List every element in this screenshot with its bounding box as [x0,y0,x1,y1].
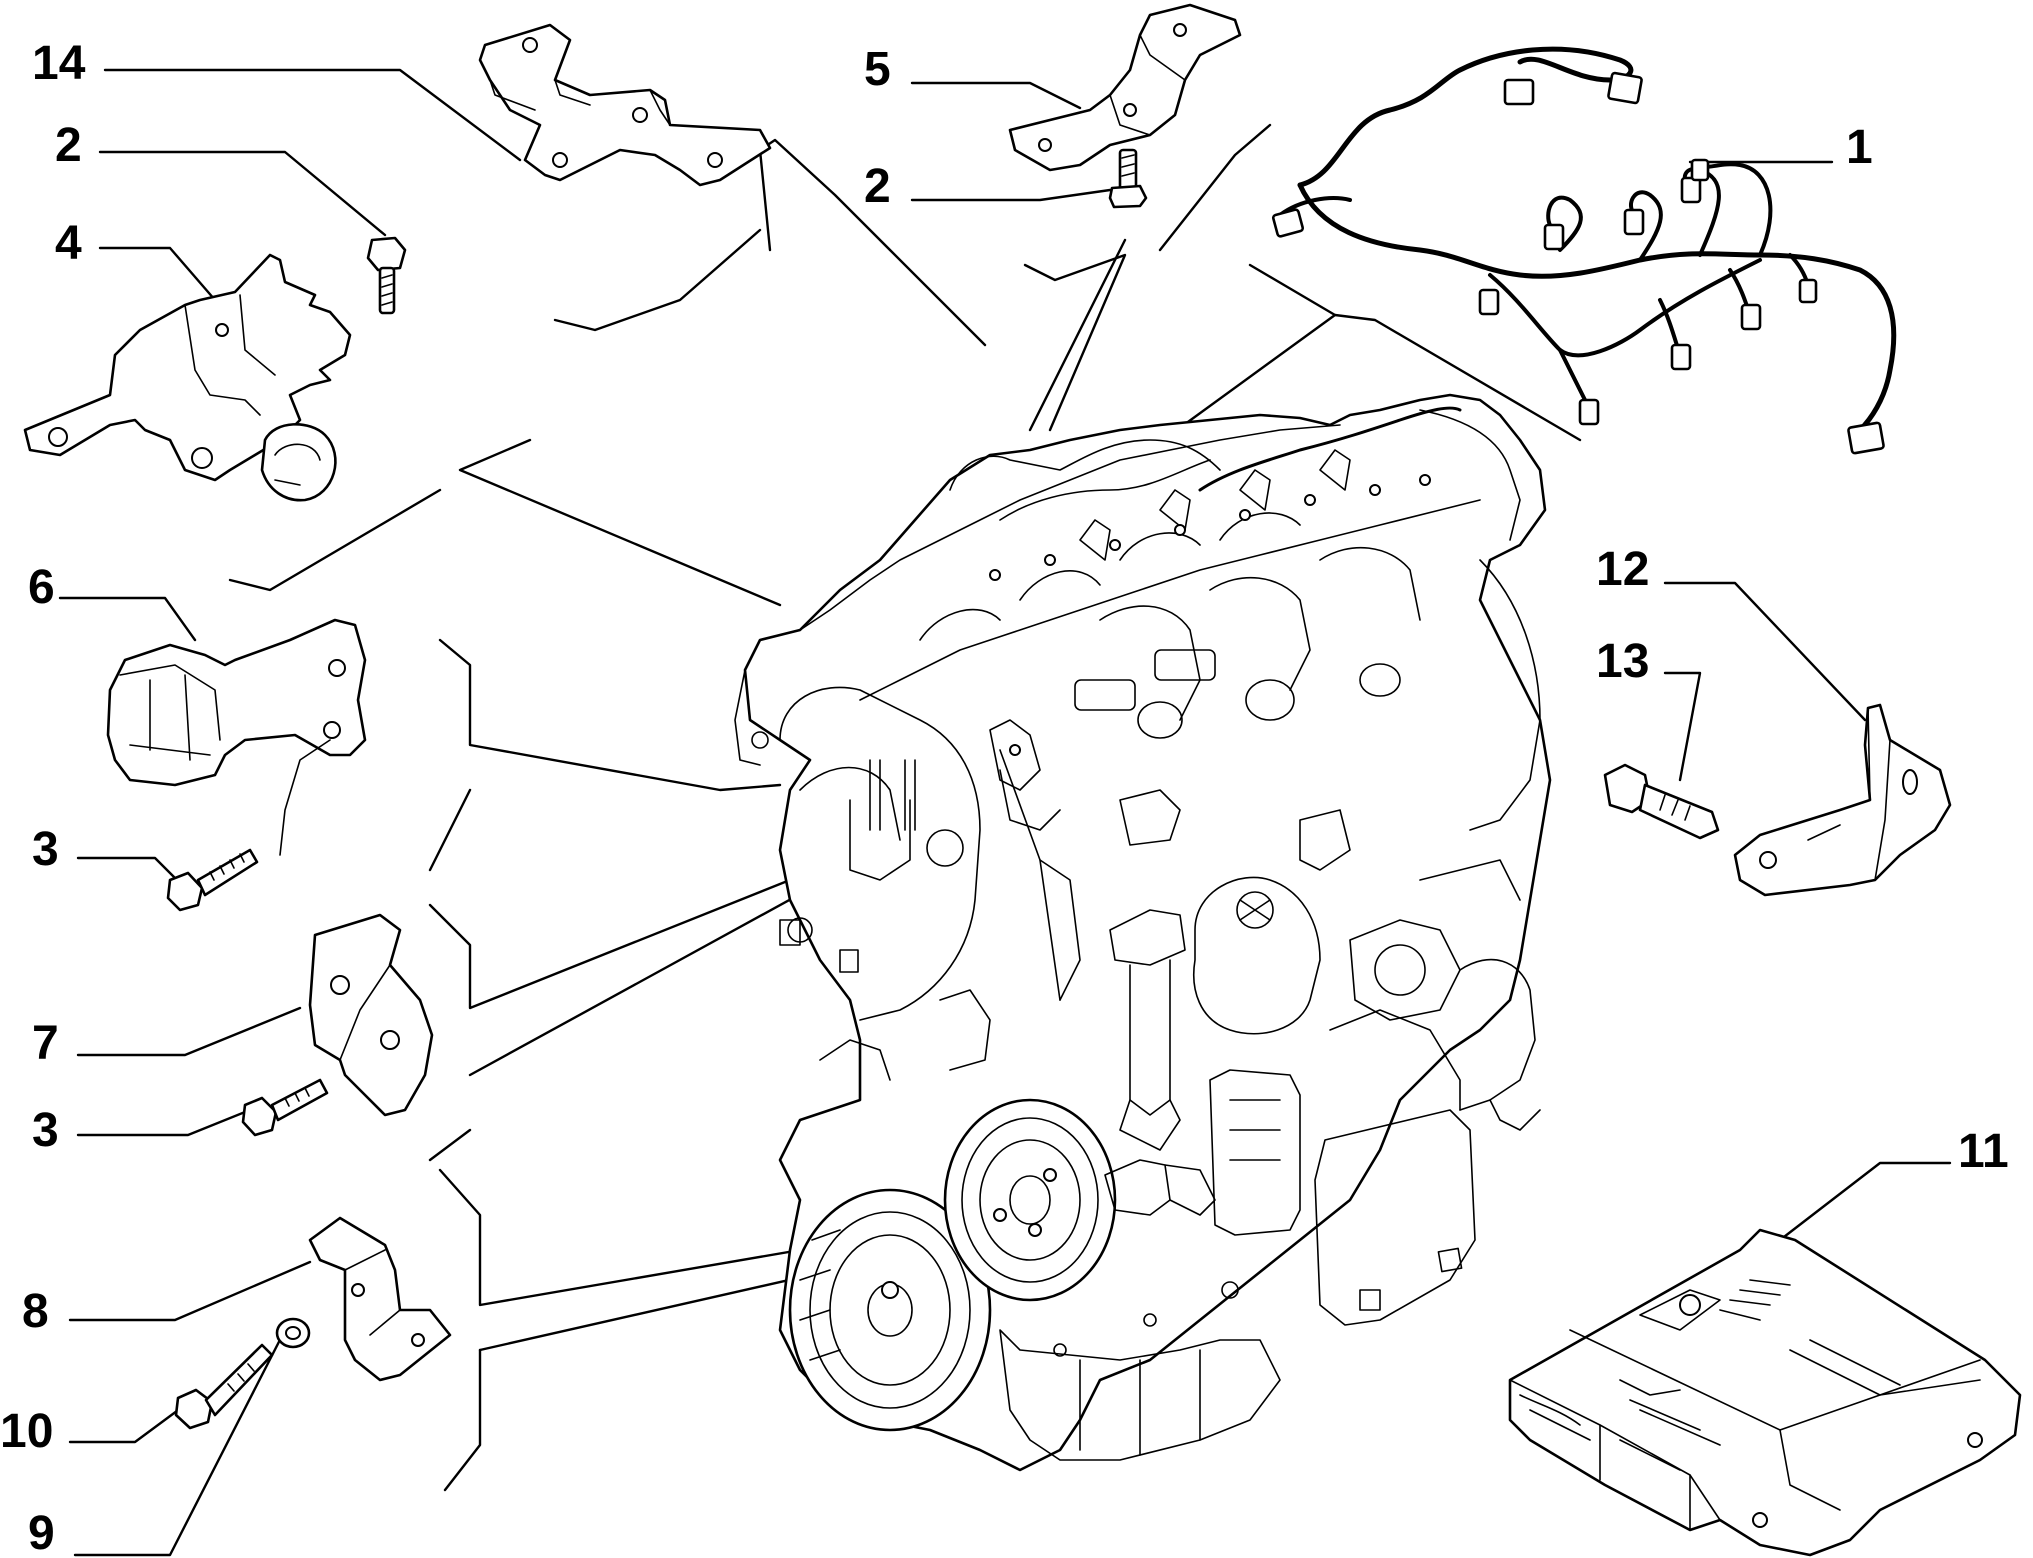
callout-5: 5 [864,43,891,96]
part-9-washer [275,1317,311,1349]
part-7-plate [308,913,434,1117]
part-11-ecu [1508,1228,2022,1557]
callout-9: 9 [28,1507,55,1558]
part-8-angle-bracket [308,1216,452,1382]
part-2-bolt-right [1108,148,1148,209]
engine-assembly [734,393,1552,1472]
callout-11: 11 [1958,1125,2009,1178]
callout-10: 10 [0,1405,54,1458]
callout-14: 14 [32,37,86,90]
callout-3-lower: 3 [32,1104,59,1157]
callout-4: 4 [55,217,82,270]
callout-8: 8 [22,1285,49,1338]
part-13-bolt [1603,763,1720,840]
part-3-bolt-upper [166,848,259,912]
part-10-bolt [174,1343,274,1430]
part-2-bolt-left [366,236,407,315]
part-14-bracket [478,23,772,187]
callout-2-left: 2 [55,119,82,172]
callout-7: 7 [32,1017,59,1070]
callout-2-right: 2 [864,160,891,213]
callout-6: 6 [28,561,55,614]
callout-12: 12 [1596,543,1650,596]
part-12-bracket [1733,703,1952,897]
part-4-bracket [23,253,352,502]
callout-3-upper: 3 [32,823,59,876]
callout-13: 13 [1596,635,1650,688]
part-3-bolt-lower [241,1078,329,1137]
part-5-bracket [1008,3,1242,172]
part-1-wiring-harness [1271,46,1897,455]
callout-1: 1 [1846,121,1873,174]
part-6-clamp-bracket [106,618,367,856]
